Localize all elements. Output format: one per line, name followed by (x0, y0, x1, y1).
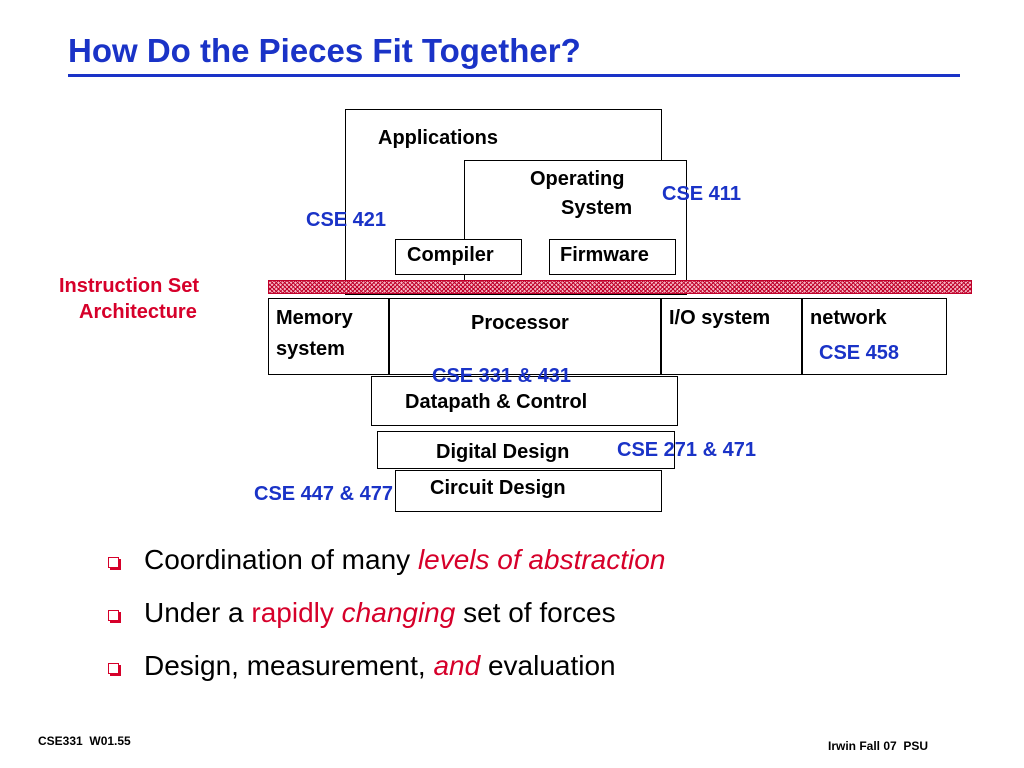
hardware-row-box (268, 298, 947, 375)
memory-label-line2: system (276, 338, 345, 360)
course-label-cse331-431: CSE 331 & 431 (432, 365, 571, 387)
firmware-label: Firmware (560, 244, 649, 266)
bullet-text: set of forces (455, 597, 616, 628)
course-label-cse458: CSE 458 (819, 342, 900, 364)
bullet-text: Design, measurement, (144, 650, 434, 681)
circuit-design-label: Circuit Design (430, 477, 566, 499)
compiler-label: Compiler (407, 244, 494, 266)
bullet-highlight: rapidly (251, 597, 342, 628)
bullet-text: Coordination of many (144, 544, 418, 575)
digital-design-label: Digital Design (436, 441, 570, 463)
bullet-emphasis: and (433, 650, 481, 681)
divider-processor (660, 298, 662, 375)
memory-label-line1: Memory (276, 307, 353, 329)
bullet-marker (108, 663, 119, 674)
divider-io (801, 298, 803, 375)
divider-memory (388, 298, 390, 375)
firmware-box (549, 239, 676, 275)
os-label-line1: Operating (530, 168, 625, 190)
bullet-emphasis: levels of abstraction (417, 544, 666, 575)
footer-left: CSE331 W01.55 (38, 734, 131, 748)
datapath-box (371, 376, 678, 426)
course-label-cse421: CSE 421 (306, 209, 387, 231)
bullet-emphasis: changing (341, 597, 456, 628)
network-label: network (810, 307, 887, 329)
footer-right: Irwin Fall 07 PSU (828, 739, 929, 753)
isa-label-line1: Instruction Set (59, 275, 200, 297)
datapath-label: Datapath & Control (405, 391, 588, 413)
page-title: How Do the Pieces Fit Together? (68, 32, 581, 69)
processor-label: Processor (471, 312, 569, 334)
bullet-text: evaluation (480, 650, 616, 681)
bullet-marker (108, 557, 119, 568)
circuit-design-box (395, 470, 662, 512)
applications-label: Applications (378, 127, 499, 149)
compiler-box (395, 239, 522, 275)
os-label-line2: System (561, 197, 633, 219)
course-label-cse271-471: CSE 271 & 471 (617, 439, 756, 461)
isa-label-line2: Architecture (79, 301, 197, 323)
title-underline (68, 74, 960, 77)
course-label-cse411: CSE 411 (662, 183, 741, 205)
bullet-marker (108, 610, 119, 621)
digital-design-box (377, 431, 675, 469)
io-system-label: I/O system (669, 307, 771, 329)
course-label-cse447-477: CSE 447 & 477 (254, 483, 393, 505)
bullet-text: Under a (144, 597, 252, 628)
isa-bar (268, 280, 972, 294)
